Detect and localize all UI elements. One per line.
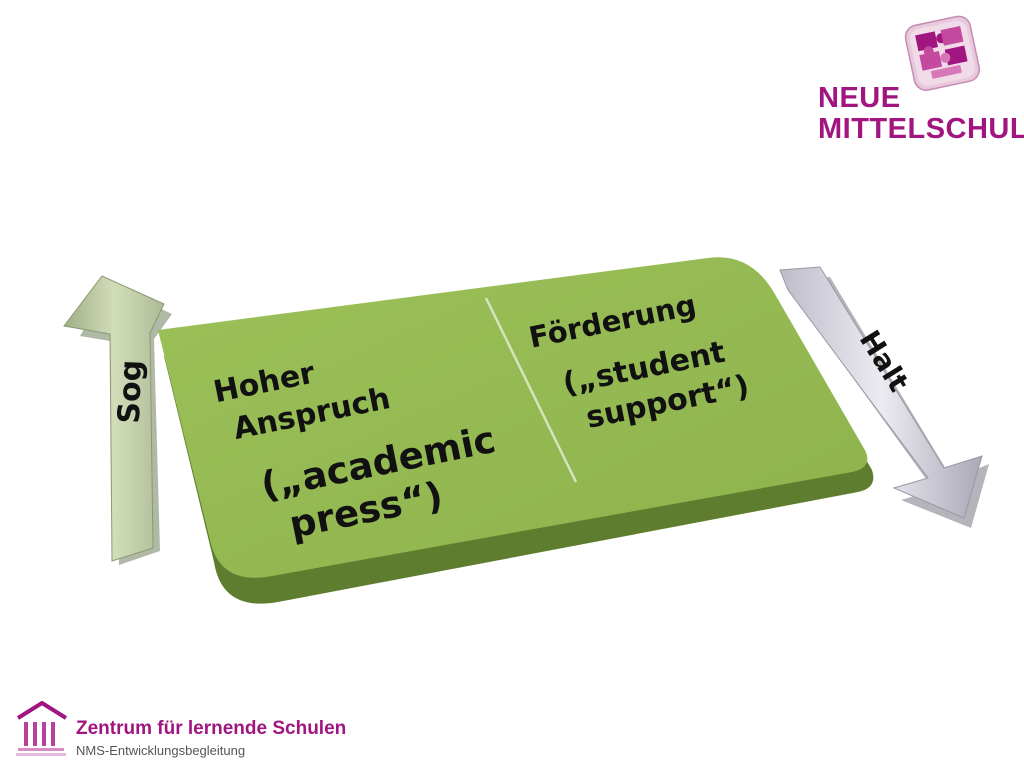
- sog-label: Sog: [112, 359, 149, 424]
- neue-mittelschule-logo: NEUE MITTELSCHULE: [810, 14, 1024, 144]
- panel-divider: [484, 297, 578, 483]
- sog-arrow: [63, 275, 172, 565]
- temple-icon: [16, 701, 68, 756]
- left-panel-text: Hoher Anspruch („academic press“): [211, 355, 499, 546]
- footer-title: Zentrum für lernende Schulen: [76, 718, 347, 739]
- footer-subtitle: NMS-Entwicklungsbegleitung: [76, 743, 246, 758]
- footer: Zentrum für lernende Schulen NMS-Entwick…: [14, 698, 414, 758]
- green-slab: [158, 257, 874, 604]
- puzzle-cube-icon: [904, 15, 981, 91]
- logo-text-line1: NEUE: [818, 82, 901, 114]
- logo-text-line2: MITTELSCHULE: [818, 113, 1024, 145]
- halt-arrow: [779, 266, 989, 528]
